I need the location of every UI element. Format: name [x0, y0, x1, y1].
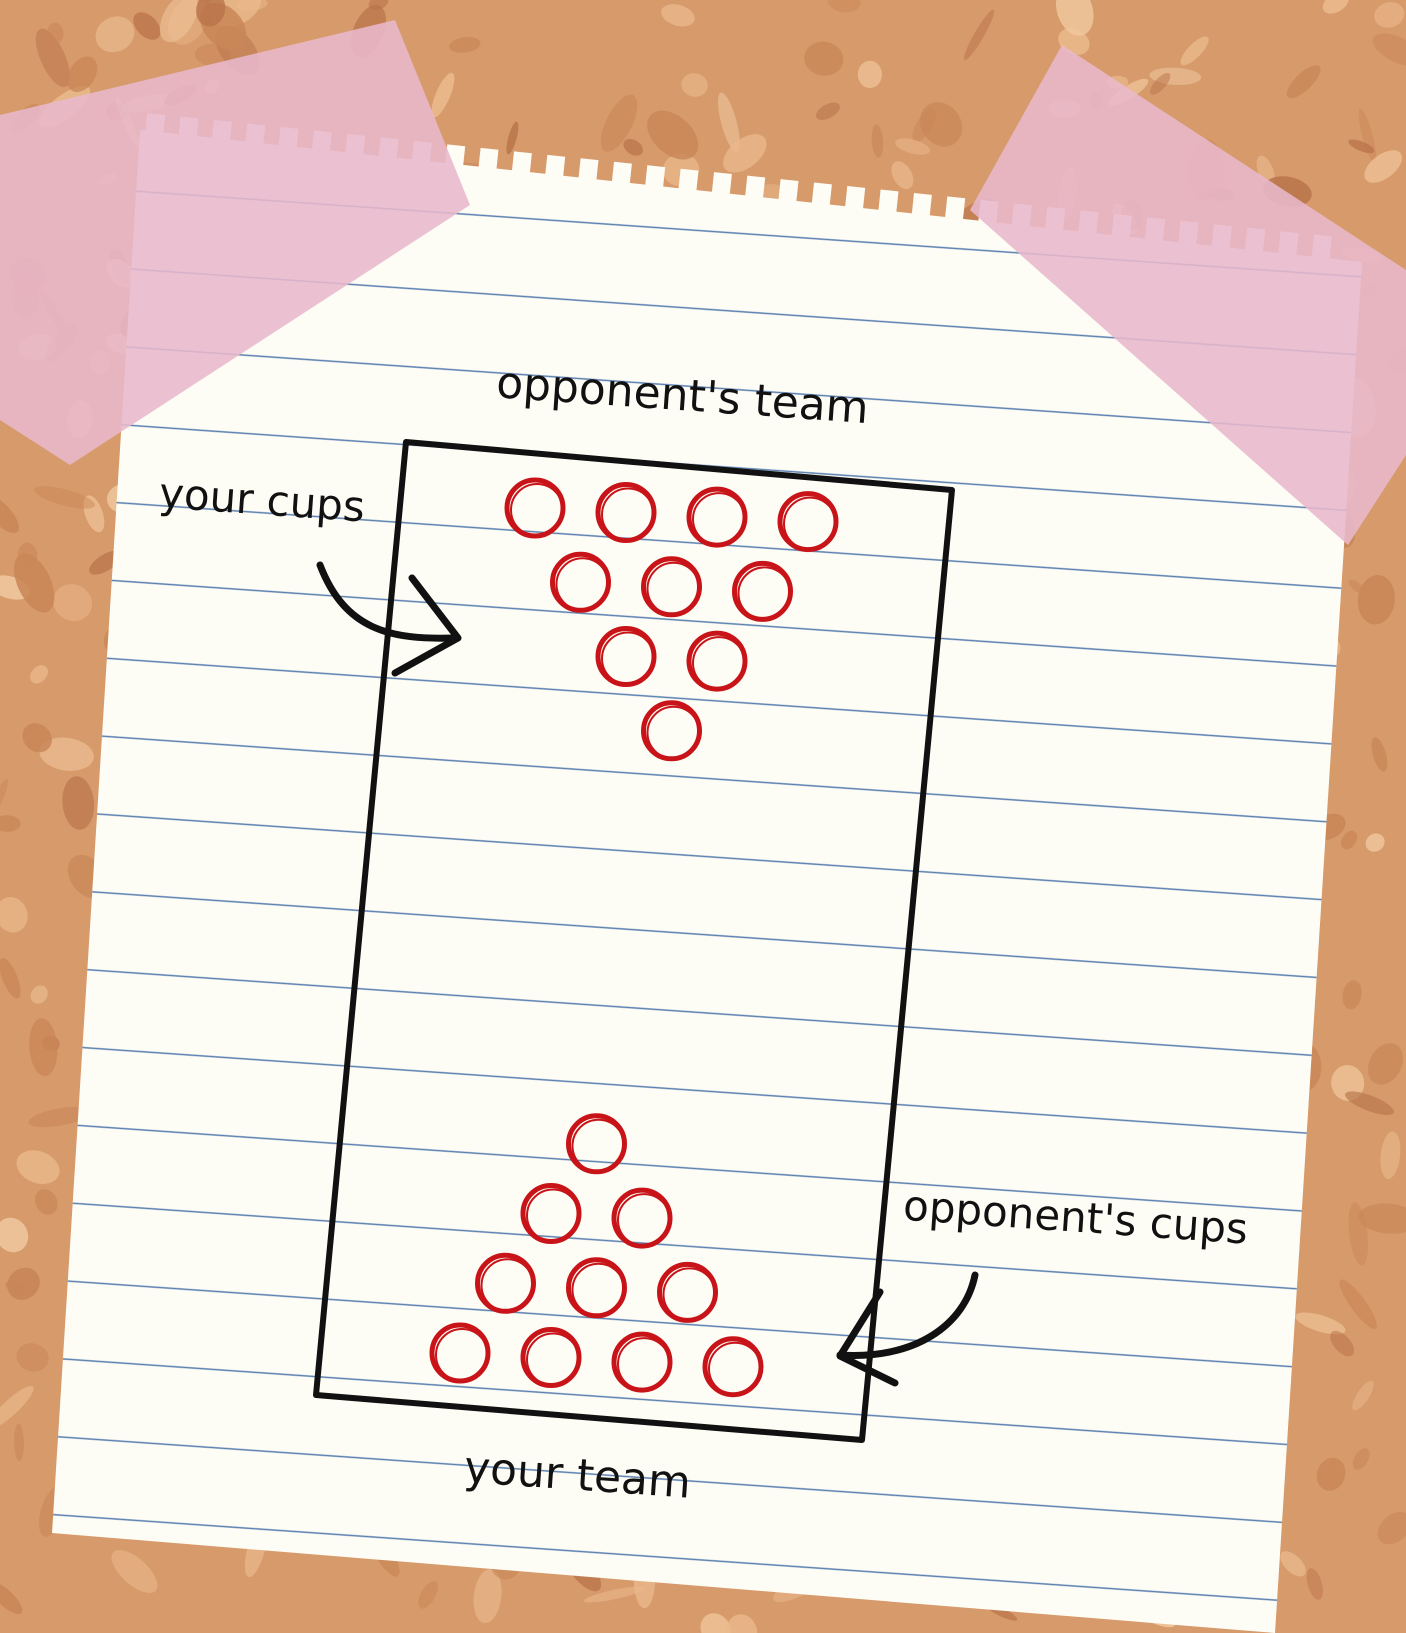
beer-pong-diagram: opponent's team your cups opponent's cup… [0, 0, 1406, 1633]
